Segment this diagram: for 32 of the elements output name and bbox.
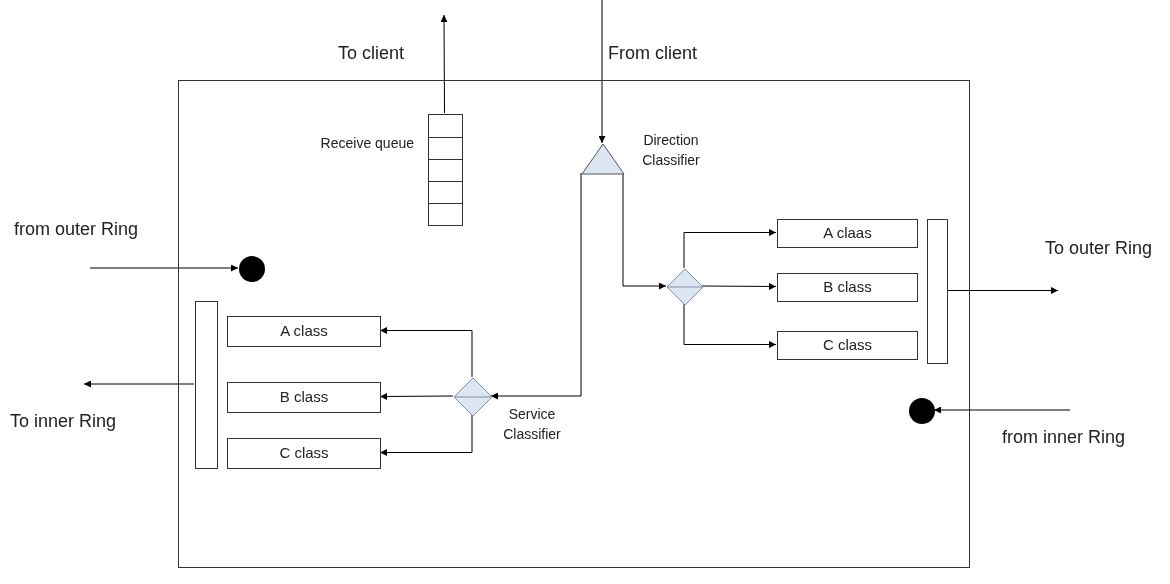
arrow (701, 282, 777, 290)
arrow (598, 0, 606, 144)
flow-label: from inner Ring (1002, 426, 1126, 449)
flow-label: To outer Ring (1045, 237, 1153, 260)
flow-label: To inner Ring (10, 410, 117, 433)
node-caption: Service Classifier (502, 405, 562, 444)
merge-bar (195, 301, 218, 469)
class-box: C class (227, 438, 381, 469)
arrow (379, 327, 473, 378)
system-box (178, 80, 970, 568)
arrow (933, 406, 1071, 414)
node-caption: Direction Classifier (641, 131, 701, 170)
class-box: C class (777, 331, 918, 360)
arrow (683, 229, 777, 269)
classifier-diamond (667, 269, 703, 305)
arrow (83, 380, 195, 388)
merge-bar (927, 219, 948, 364)
flow-label: From client (608, 42, 697, 65)
arrow (89, 264, 239, 272)
class-box: B class (227, 382, 381, 413)
arrow (683, 303, 777, 348)
node-caption: Receive queue (320, 134, 414, 153)
class-box: A class (227, 316, 381, 347)
class-box: B class (777, 273, 918, 302)
arrow (379, 414, 473, 456)
arrow (946, 287, 1059, 294)
flow-label: To client (338, 42, 405, 65)
arrow (440, 14, 448, 114)
flow-label: from outer Ring (14, 218, 139, 241)
class-box: A claas (777, 219, 918, 248)
arrow (379, 392, 454, 400)
arrow (490, 172, 582, 400)
